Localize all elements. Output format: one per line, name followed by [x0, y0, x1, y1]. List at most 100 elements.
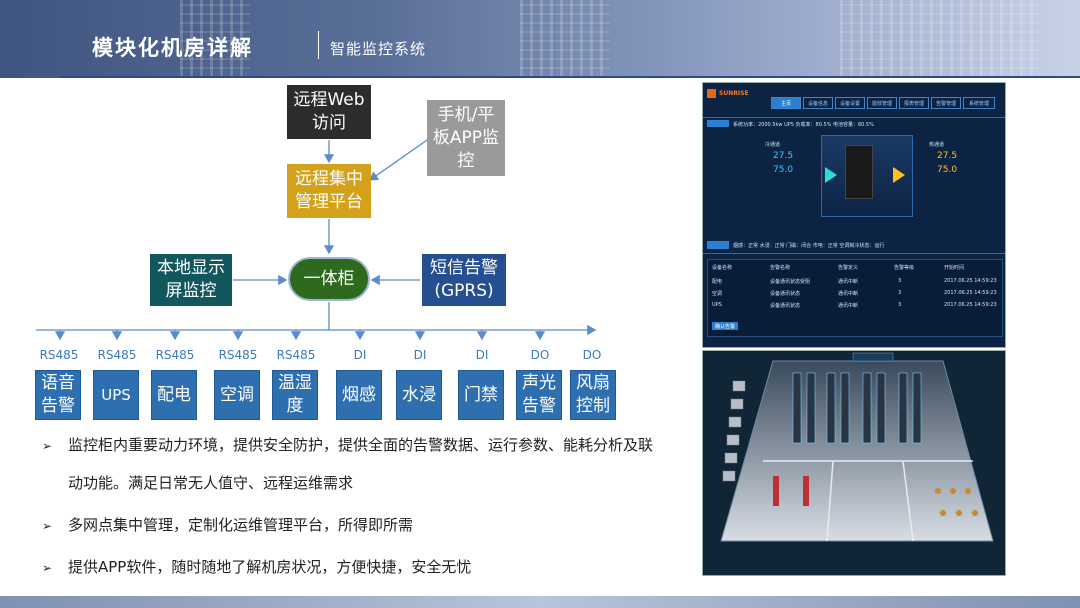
endpoint-smoke-sensor: 烟感	[336, 370, 382, 420]
table-cell: 3	[898, 290, 901, 296]
table-cell: 配电	[712, 278, 722, 285]
datacenter-3d-floorplan-screenshot	[702, 350, 1006, 576]
endpoint-access-control: 门禁	[458, 370, 504, 420]
table-cell: 3	[898, 302, 901, 308]
endpoint-ups: UPS	[93, 370, 139, 420]
bullet-item: ➢提供APP软件，随时随地了解机房状况，方便快捷，安全无忧	[42, 556, 471, 577]
box-line: 手机/平	[433, 104, 499, 127]
floorplan-illustration	[703, 351, 1005, 575]
divider	[703, 253, 1005, 254]
cold-aisle-label: 冷通道	[765, 141, 780, 148]
box-line: 短信告警	[430, 257, 498, 280]
alarm-table: 设备名称 告警名称 告警定义 告警等级 开始时间 配电 设备通讯状态受阻 通讯中…	[707, 259, 1003, 337]
box-line: 板APP监	[433, 127, 499, 150]
endpoint-air-conditioner: 空调	[214, 370, 260, 420]
box-line: 远程Web	[293, 89, 364, 112]
protocol-label: RS485	[150, 348, 200, 362]
endpoint-voice-alarm: 语音告警	[35, 370, 81, 420]
box-line: 空调	[220, 384, 254, 407]
divider	[703, 117, 1005, 118]
box-line: UPS	[101, 384, 131, 407]
cabinet-icon	[845, 145, 873, 199]
table-cell: 设备通讯状态	[770, 290, 800, 297]
table-header: 告警名称	[770, 264, 790, 271]
table-cell: 设备通讯状态	[770, 302, 800, 309]
dashboard-tab: 能效管理	[867, 97, 897, 109]
dashboard-tab: 告警管理	[931, 97, 961, 109]
bullet-continuation: 动功能。满足日常无人值守、远程运维需求	[68, 472, 353, 493]
table-header: 告警等级	[894, 264, 914, 271]
protocol-label: DO	[515, 348, 565, 362]
protocol-label: DO	[567, 348, 617, 362]
box-line: 声光	[522, 372, 556, 395]
table-header: 设备名称	[712, 264, 732, 271]
bullet-text: 多网点集中管理，定制化运维管理平台，所得即所需	[68, 516, 413, 534]
cold-flow-arrow-icon	[825, 167, 837, 183]
endpoint-power-distribution: 配电	[151, 370, 197, 420]
system-readout: 系统功率：2000.5kw UPS 负载率：80.5% 电池容量：80.5%	[733, 121, 874, 128]
integrated-cabinet-node: 一体柜	[288, 257, 370, 301]
status-badge	[707, 241, 729, 249]
table-cell: 空调	[712, 290, 722, 297]
cold-temp-value: 27.5	[773, 151, 793, 161]
building-decoration	[840, 0, 1040, 78]
remote-web-access-box: 远程Web访问	[287, 85, 371, 139]
core-label: 一体柜	[304, 268, 355, 291]
protocol-label: DI	[457, 348, 507, 362]
bullet-item: ➢多网点集中管理，定制化运维管理平台，所得即所需	[42, 514, 413, 535]
box-line: 访问	[293, 112, 364, 135]
bullet-text: 提供APP软件，随时随地了解机房状况，方便快捷，安全无忧	[68, 558, 471, 576]
brand-logo-icon	[707, 89, 716, 98]
mobile-app-monitor-box: 手机/平板APP监控	[427, 100, 505, 176]
central-management-platform-box: 远程集中管理平台	[287, 164, 371, 218]
dashboard-tab: 系统管理	[963, 97, 995, 109]
box-line: 语音	[41, 372, 75, 395]
table-header: 开始时间	[944, 264, 964, 271]
footer-bar	[0, 596, 1080, 608]
table-cell: 通讯中断	[838, 278, 858, 285]
box-line: 温湿	[278, 372, 312, 395]
box-line: 管理平台	[295, 191, 363, 214]
bullet-arrow-icon: ➢	[42, 519, 68, 533]
table-cell: 通讯中断	[838, 290, 858, 297]
box-line: 水浸	[402, 384, 436, 407]
box-line: (GPRS)	[430, 280, 498, 303]
cold-humidity-value: 75.0	[773, 165, 793, 175]
sms-alarm-box: 短信告警(GPRS)	[422, 254, 506, 306]
box-line: 烟感	[342, 384, 376, 407]
protocol-label: RS485	[213, 348, 263, 362]
endpoint-sound-light-alarm: 声光告警	[516, 370, 562, 420]
protocol-label: DI	[395, 348, 445, 362]
hot-humidity-value: 75.0	[937, 165, 957, 175]
box-line: 告警	[41, 395, 75, 418]
brand-name: SUNRISE	[719, 90, 749, 97]
dashboard-tab: 设备设置	[835, 97, 865, 109]
protocol-label: RS485	[34, 348, 84, 362]
hot-aisle-label: 热通道	[929, 141, 944, 148]
table-header: 告警定义	[838, 264, 858, 271]
bullet-arrow-icon: ➢	[42, 561, 68, 575]
hot-temp-value: 27.5	[937, 151, 957, 161]
protocol-label: RS485	[92, 348, 142, 362]
table-cell: 2017.06.25 14:59:23	[944, 290, 997, 296]
box-line: 控制	[576, 395, 610, 418]
table-cell: 3	[898, 278, 901, 284]
table-cell: 2017.06.25 14:59:23	[944, 278, 997, 284]
params-badge	[707, 120, 729, 127]
hot-flow-arrow-icon	[893, 167, 905, 183]
bullet-text: 监控柜内重要动力环境，提供安全防护，提供全面的告警数据、运行参数、能耗分析及联	[68, 436, 653, 454]
local-display-monitor-box: 本地显示屏监控	[150, 254, 232, 306]
box-line: 控	[433, 150, 499, 173]
protocol-label: RS485	[271, 348, 321, 362]
table-cell: 通讯中断	[838, 302, 858, 309]
box-line: 风扇	[576, 372, 610, 395]
table-cell: 设备通讯状态受阻	[770, 278, 810, 285]
bullet-item: ➢监控柜内重要动力环境，提供安全防护，提供全面的告警数据、运行参数、能耗分析及联	[42, 434, 653, 455]
dashboard-tab: 设备信息	[803, 97, 833, 109]
table-cell: UPS	[712, 302, 722, 308]
endpoint-temp-humidity: 温湿度	[272, 370, 318, 420]
endpoint-water-leak: 水浸	[396, 370, 442, 420]
table-cell: 2017.06.25 14:59:23	[944, 302, 997, 308]
box-line: 屏监控	[157, 280, 225, 303]
box-line: 度	[278, 395, 312, 418]
